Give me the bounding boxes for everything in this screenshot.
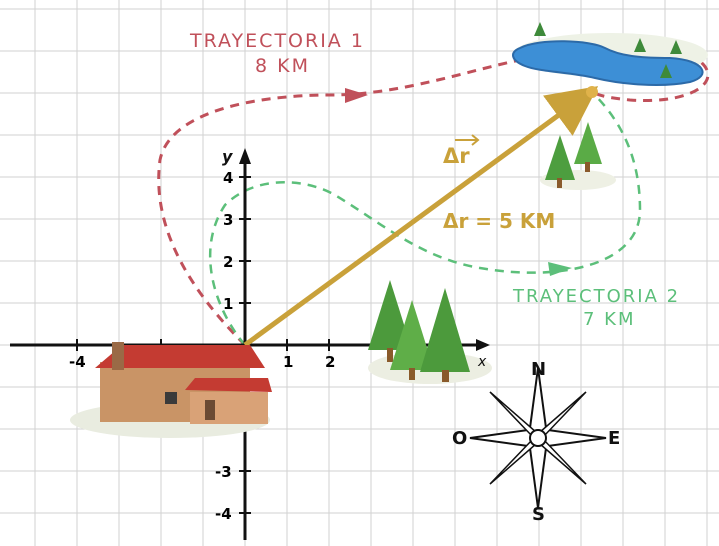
y-axis-label: y [222,147,233,166]
x-axis-label: x [477,354,487,370]
trajectory-1-arrowhead [345,88,368,103]
y-axis-arrow [239,148,251,164]
compass-south-label: S [532,504,545,525]
trajectory-1-path [157,45,710,347]
trajectory-1-distance: 8 KM [255,55,310,77]
x-axis-arrow [476,339,490,351]
x-tick-label: 1 [283,353,293,371]
pine-trees-illustration [368,280,492,384]
compass-north-label: N [531,359,546,380]
y-tick-label: 4 [223,169,233,187]
small-trees-illustration [540,122,616,190]
y-tick-label: 1 [223,295,233,313]
displacement-equation: Δr = 5 KM [443,209,555,233]
y-axis-ticks: 4 3 2 1 -3 -4 [215,169,251,523]
trajectory-2-path [209,91,642,346]
trajectory-2-title: TRAYECTORIA 2 [512,286,680,307]
trajectory-2-distance: 7 KM [583,309,636,330]
compass-rose [469,367,607,509]
y-tick-label: 3 [223,211,233,229]
destination-point [586,86,598,98]
y-tick-label: -3 [215,463,232,481]
x-tick-label: 2 [325,353,335,371]
cabin-illustration [70,342,272,438]
trajectory-2-arrowhead [548,262,572,276]
y-tick-label: -4 [215,505,232,523]
compass-west-label: O [452,428,467,449]
vector-arrow-mark [455,134,480,146]
displacement-vector [243,86,599,348]
y-tick-label: 2 [223,253,233,271]
lake-illustration [512,22,708,86]
x-tick-label: -4 [69,353,86,371]
compass-east-label: E [608,428,620,449]
delta-r-symbol: Δr [443,144,470,168]
trajectory-1-title: TRAYECTORIA 1 [189,30,365,52]
